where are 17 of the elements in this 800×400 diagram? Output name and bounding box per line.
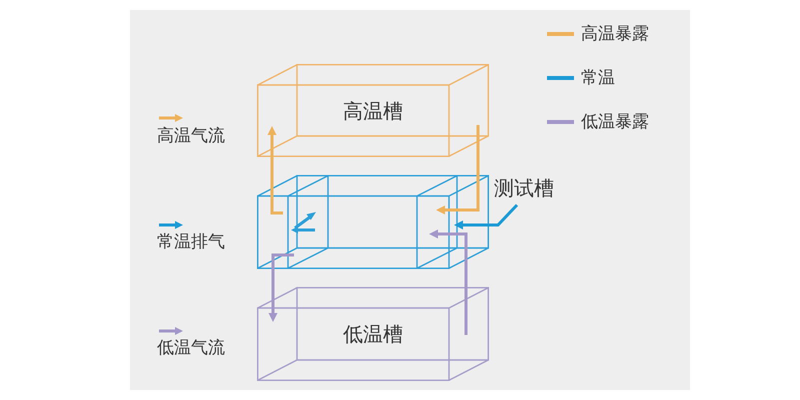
- legend-label: 高温暴露: [581, 23, 649, 45]
- leader-line: [454, 204, 518, 230]
- chamber-label: 高温槽: [343, 98, 403, 122]
- arrow: [268, 126, 283, 214]
- legend-label: 低温气流: [157, 337, 225, 359]
- legend-label: 高温气流: [157, 125, 225, 147]
- arrow: [429, 230, 468, 335]
- arrow: [268, 254, 294, 322]
- chamber-box: [257, 175, 489, 269]
- legend-label: 低温暴露: [581, 111, 649, 133]
- part-label: 测试槽: [494, 176, 554, 200]
- legend-label: 常温排气: [157, 231, 225, 253]
- chamber-box: [257, 287, 489, 381]
- chamber-box: [257, 64, 489, 157]
- chamber-label: 低温槽: [343, 322, 403, 346]
- arrow: [436, 125, 480, 214]
- legend-label: 常温: [581, 67, 615, 89]
